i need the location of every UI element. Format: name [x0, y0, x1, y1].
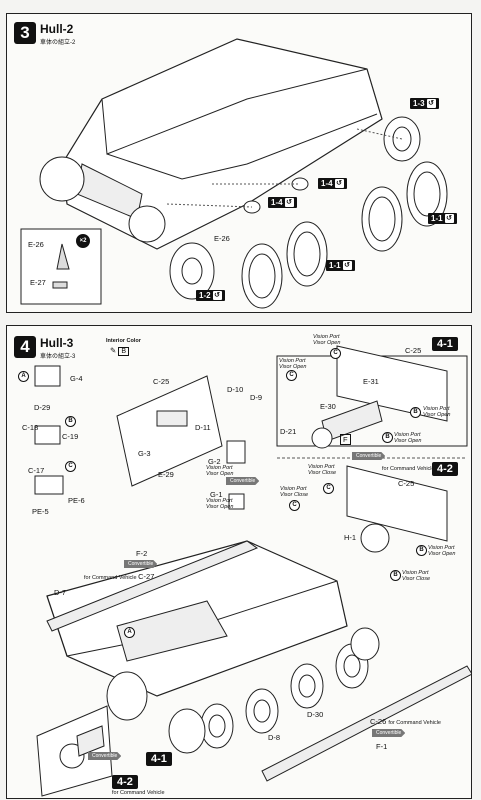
for-command-vehicle-4-2: for Command Vehicle [382, 466, 435, 472]
interior-color-label: Interior Color [106, 338, 141, 344]
tag-1-4-b: 1-4↺ [268, 197, 297, 209]
label-f1: F-1 [376, 742, 388, 751]
callout-b-right2: B [382, 432, 393, 443]
interior-color-code: ✎ B [110, 346, 130, 356]
hull2-drawing [20, 38, 448, 309]
tag-1-1-a: 1-1↺ [428, 213, 457, 225]
tag-4-1-bottom: 4-1 [146, 752, 172, 766]
convertible-arrow-4: Convertible [352, 452, 386, 460]
label-c25-right: C-25 [405, 346, 422, 355]
visor-open-right: Vision Port Visor Open [423, 406, 451, 418]
callout-a: A [18, 371, 29, 382]
visor-close-left: Vision Port Visor Close [280, 486, 309, 498]
brush-icon: ✎ [110, 346, 117, 355]
label-e29: E-29 [158, 470, 174, 479]
label-g1: G-1 [210, 490, 223, 499]
label-e26: E-26 [214, 234, 230, 243]
label-d8: D-8 [268, 733, 281, 742]
visor-open-42: Vision Port Visor Open [428, 545, 456, 557]
tag-1-4-a: 1-4↺ [318, 178, 347, 190]
tag-4-1: 4-1 [432, 337, 458, 351]
label-d11: D-11 [195, 423, 211, 432]
callout-a-hull: A [124, 627, 135, 638]
visor-open-left: Vision Port Visor Open [279, 358, 307, 370]
step4-number: 4 [14, 336, 36, 358]
label-c17: C-17 [28, 466, 45, 475]
step4-panel [6, 325, 472, 799]
label-e31: E-31 [363, 377, 379, 386]
visor-open-right2: Vision Port Visor Open [394, 432, 422, 444]
callout-b: B [65, 416, 76, 427]
label-c25-left: C-25 [153, 377, 170, 386]
label-g3: G-3 [138, 449, 151, 458]
glue-icon: ↺ [334, 179, 344, 189]
glue-icon: ↺ [284, 198, 294, 208]
label-e26-inset: E-26 [28, 240, 44, 249]
tag-4-2-bottom: 4-2 [112, 775, 138, 789]
convertible-arrow-f1: Convertible [372, 729, 406, 737]
callout-b-42b: B [390, 570, 401, 581]
step4-title: Hull-3 [40, 336, 74, 350]
label-c25-42: C-25 [398, 479, 415, 488]
g1-visor-open: Vision Port Visor Open [206, 498, 234, 510]
label-h1: H-1 [344, 533, 357, 542]
label-pe6: PE-6 [68, 496, 85, 505]
glue-icon: ↺ [426, 99, 436, 109]
glue-icon: ↺ [212, 291, 222, 301]
g2-visor-open: Vision Port Visor Open [206, 465, 234, 477]
callout-c-top: C [330, 348, 341, 359]
tag-4-2: 4-2 [432, 462, 458, 476]
label-c26: C-26 for Command Vehicle [370, 717, 441, 726]
label-g2: G-2 [208, 457, 221, 466]
for-command-vehicle-bottom: for Command Vehicle [112, 790, 165, 796]
step3-subtitle: 車体の組立-2 [40, 40, 76, 46]
label-c18: C-18 [22, 423, 39, 432]
label-d30: D-30 [307, 710, 324, 719]
callout-c-left: C [286, 370, 297, 381]
visor-close-42: Vision Port Visor Close [402, 570, 431, 582]
label-f: F [340, 434, 351, 445]
convertible-arrow-front: Convertible [88, 752, 122, 760]
callout-c-42b: C [289, 500, 300, 511]
label-pe5: PE-5 [32, 507, 49, 516]
visor-close-mid: Vision Port Visor Close [308, 464, 337, 476]
label-g4: G-4 [70, 374, 83, 383]
label-d7: D-7 [54, 588, 67, 597]
visor-open-top: Vision Port Visor Open [313, 334, 341, 346]
convertible-arrow-g: Convertible [226, 477, 260, 485]
label-f2: F-2 [136, 549, 148, 558]
callout-c: C [65, 461, 76, 472]
convertible-arrow-f2: Convertible [124, 560, 158, 568]
label-d21: D-21 [280, 427, 297, 436]
glue-icon: ↺ [444, 214, 454, 224]
step3-number: 3 [14, 22, 36, 44]
for-command-vehicle-c27: for Command Vehicle C-27 [84, 572, 155, 581]
step3-panel [6, 13, 472, 313]
tag-1-2: 1-2↺ [196, 290, 225, 302]
tag-1-1-b: 1-1↺ [326, 260, 355, 272]
hull3-drawing [34, 345, 471, 797]
step3-title: Hull-2 [40, 22, 74, 36]
label-c19: C-19 [62, 432, 79, 441]
qty-x2: ×2 [76, 234, 90, 248]
label-e30: E-30 [320, 402, 336, 411]
label-d29: D-29 [34, 403, 51, 412]
callout-c-42a: C [323, 483, 334, 494]
glue-icon: ↺ [342, 261, 352, 271]
label-d9: D-9 [250, 393, 263, 402]
callout-b-right: B [410, 407, 421, 418]
label-d10: D-10 [227, 385, 244, 394]
tag-1-3: 1-3↺ [410, 98, 439, 110]
callout-b-42a: B [416, 545, 427, 556]
label-e27: E-27 [30, 278, 46, 287]
step4-subtitle: 車体の組立-3 [40, 354, 76, 360]
